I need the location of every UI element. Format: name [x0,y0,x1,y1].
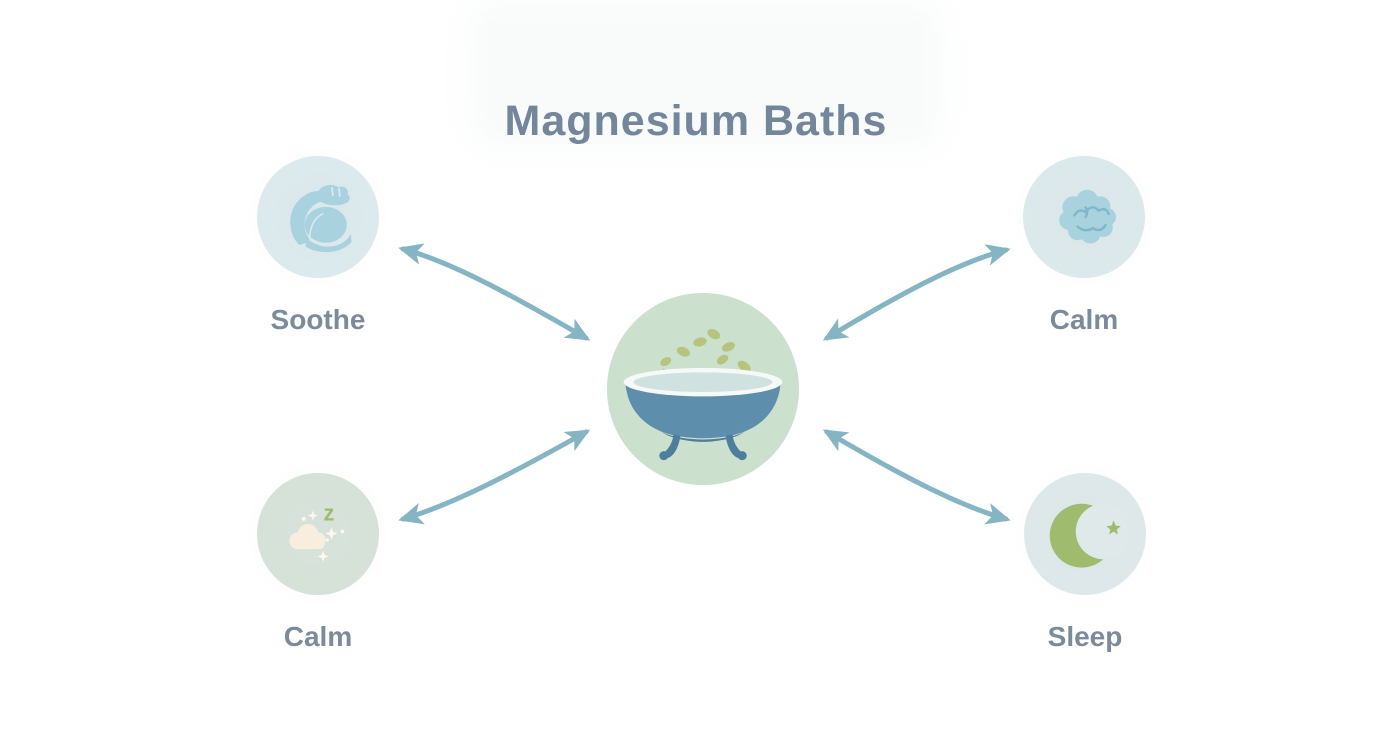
node-sleep: Sleep [994,443,1176,653]
bathtub-icon [606,292,800,486]
z-glyph: z [323,501,334,526]
node-calm-mind-circle [993,126,1175,308]
node-calm-night-label: Calm [283,621,353,652]
star-glyph [1106,520,1121,535]
brain-icon [1059,189,1116,244]
cloud-sparkles-icon: z [289,501,345,562]
title-backdrop [487,18,925,130]
sparkles [301,510,345,562]
arrow-sleep-center [822,429,1011,525]
node-soothe: Soothe [227,126,409,336]
node-sleep-circle [994,443,1176,625]
arrow-soothe-center [398,243,591,341]
moon-icon [1049,503,1127,568]
node-calm-night: z Calm [227,443,409,653]
arrow-calm-night-center [398,429,591,525]
bicep-icon [290,184,352,253]
node-calm-mind: Calm [993,126,1175,336]
node-sleep-label: Sleep [1047,621,1123,652]
center-node-bathtub [575,261,831,517]
node-soothe-label: Soothe [270,304,366,335]
node-calm-night-circle: z [227,443,409,625]
node-calm-mind-label: Calm [1049,304,1119,335]
tub-feet [659,434,747,461]
node-soothe-circle [227,126,409,308]
page-title: Magnesium Baths [504,96,888,145]
arrow-calm-mind-center [822,244,1011,341]
